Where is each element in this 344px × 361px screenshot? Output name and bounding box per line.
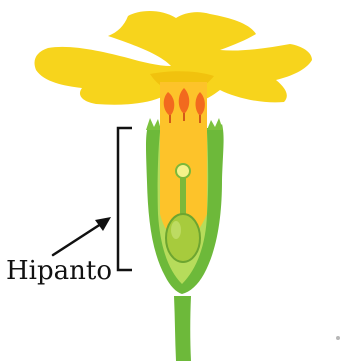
- ovary: [166, 214, 200, 262]
- label-arrow-line: [53, 222, 104, 255]
- calyx-tip-left: [146, 118, 161, 130]
- stem: [174, 296, 191, 361]
- hypanthium-bracket: [118, 128, 132, 270]
- stigma: [176, 164, 190, 178]
- label-arrow-head: [95, 217, 111, 231]
- hypanthium-label: Hipanto: [6, 256, 112, 286]
- calyx-tip-right: [207, 118, 223, 130]
- style: [180, 178, 186, 218]
- edge-mark: [336, 336, 340, 340]
